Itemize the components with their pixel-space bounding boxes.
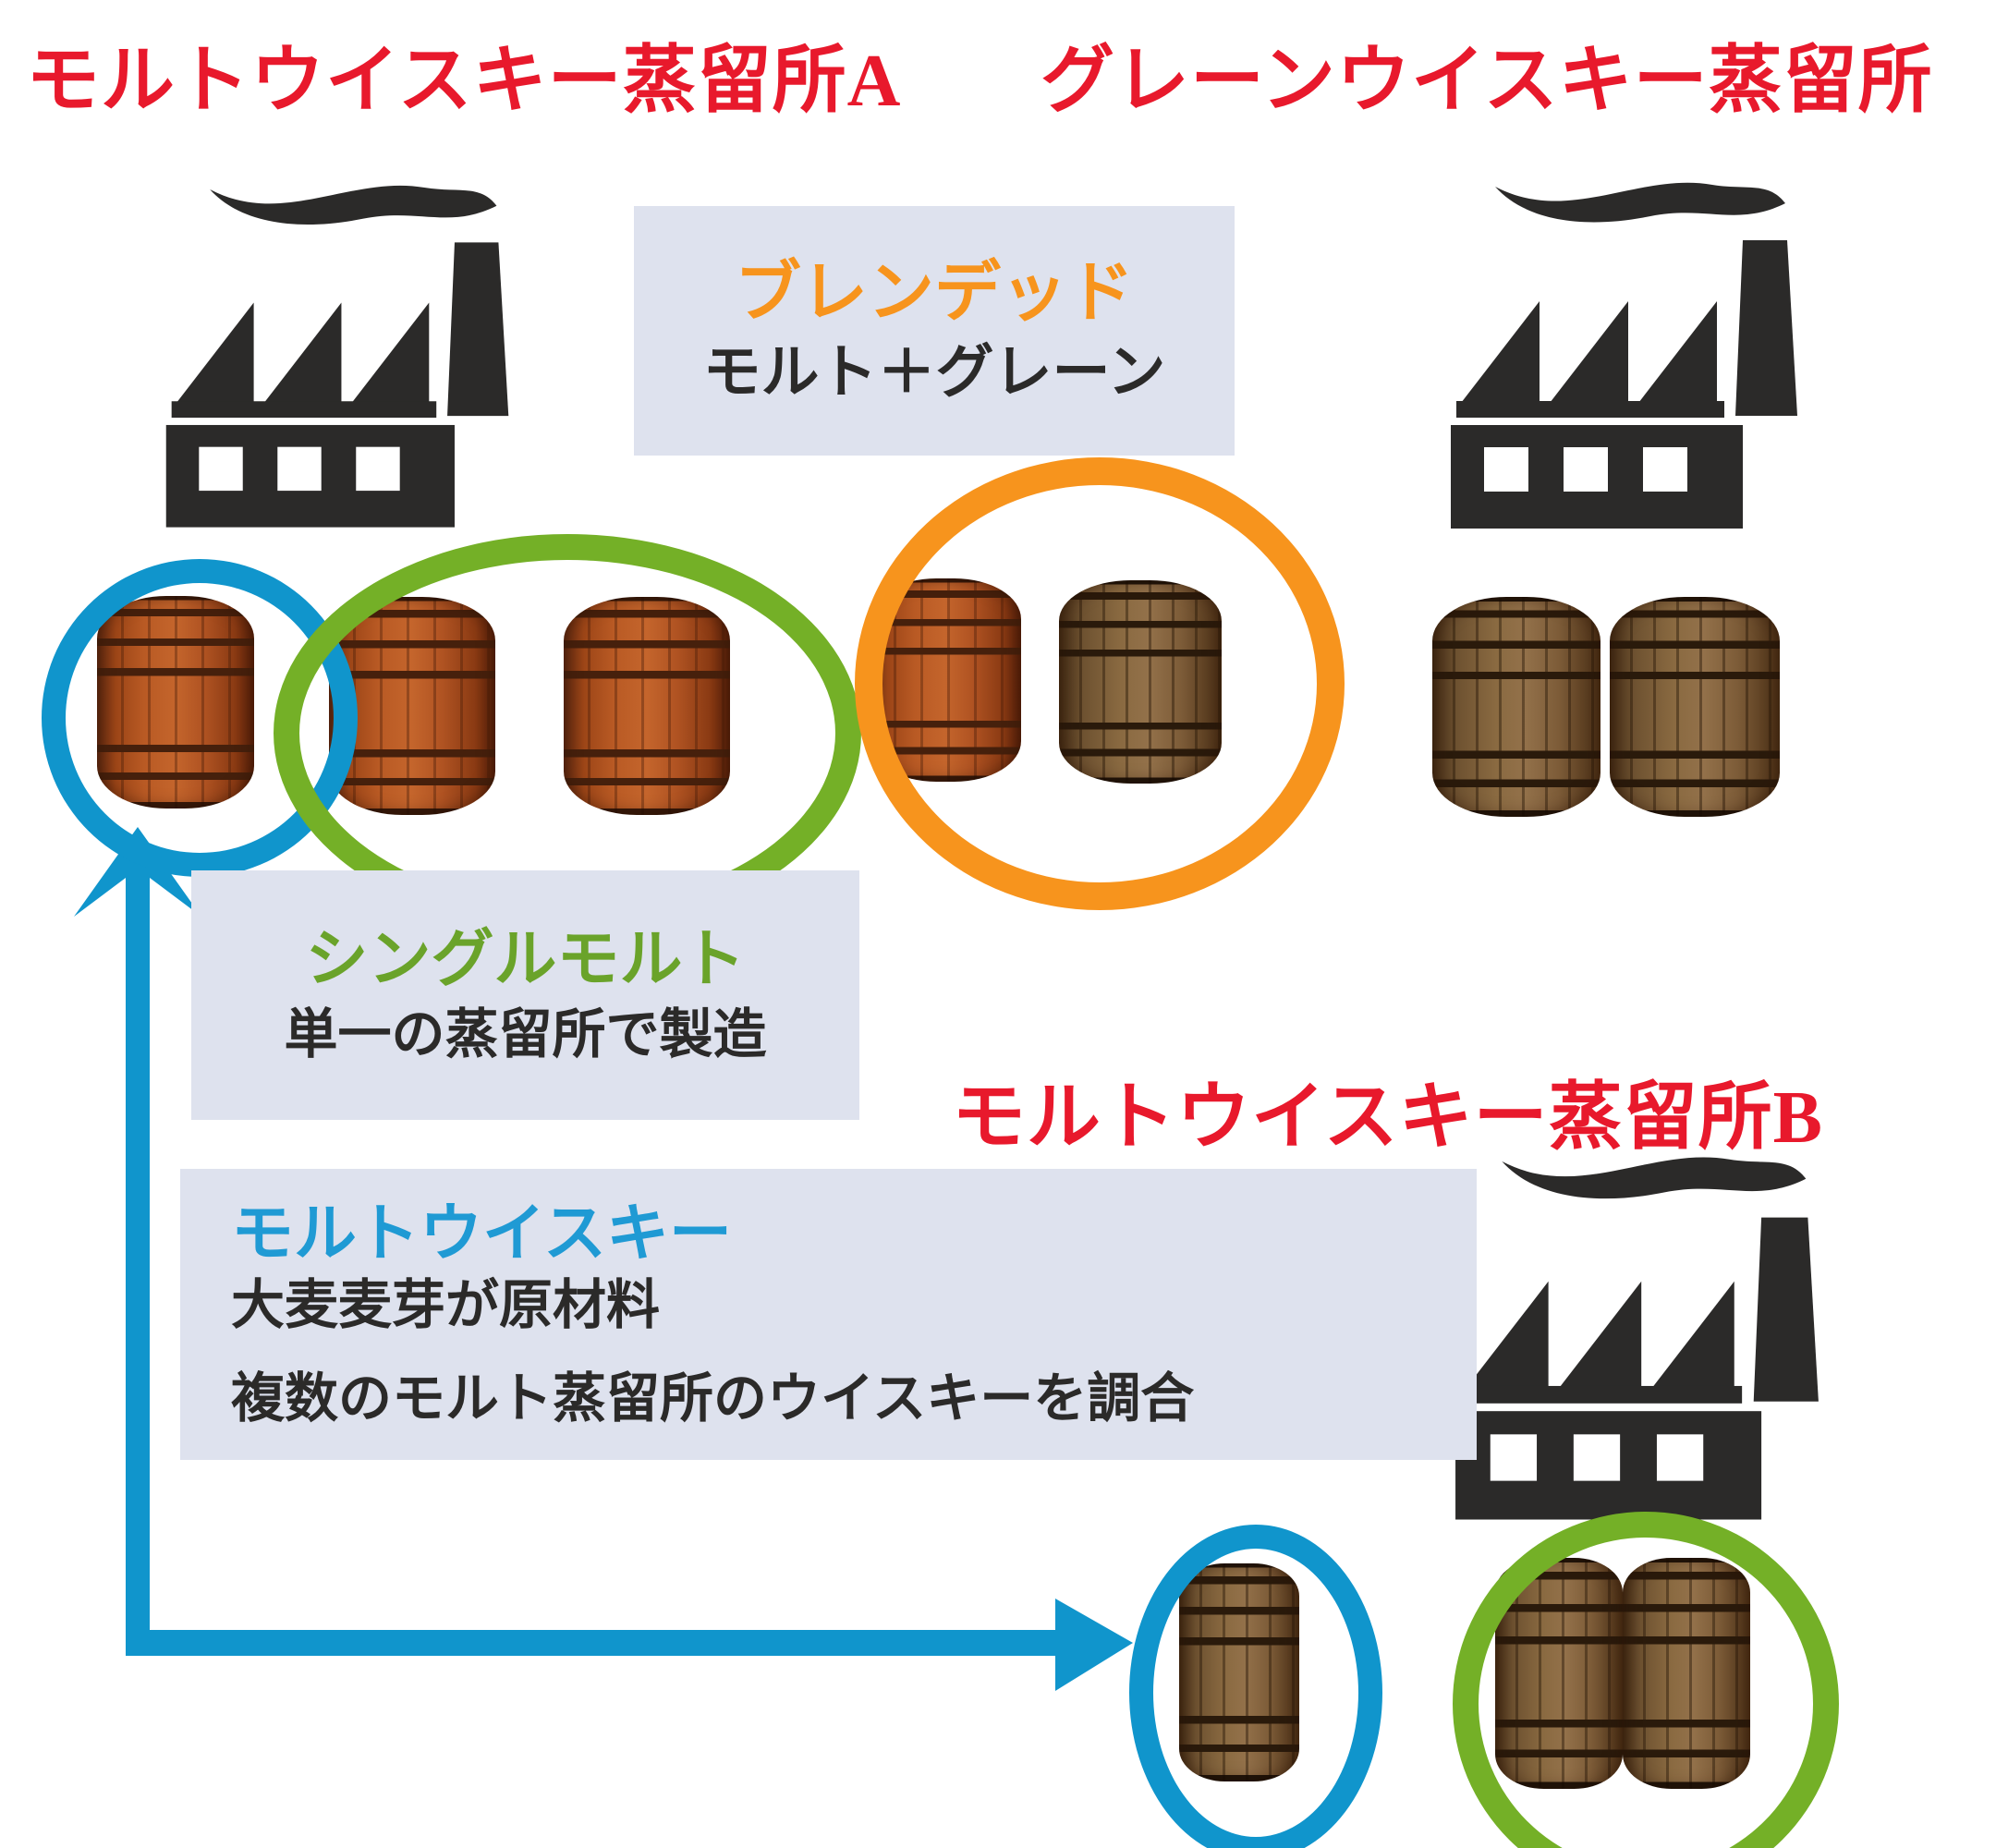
malt-whisky-line1: 大麦麦芽が原材料 xyxy=(231,1275,661,1336)
label-distillery-grain: グレーンウイスキー蒸留所 xyxy=(1041,41,1933,122)
blue-ring-single-cask-b xyxy=(1129,1525,1382,1848)
factory-icon-malt-b xyxy=(1434,1129,1841,1523)
single-malt-title: シングルモルト xyxy=(305,923,746,994)
blended-title: ブレンデッド xyxy=(734,256,1134,331)
malt-whisky-title: モルトウイスキー xyxy=(231,1198,732,1269)
green-ring-single-malt-b xyxy=(1453,1512,1839,1848)
single-malt-subtitle: 単一の蒸留所で製造 xyxy=(284,1004,767,1065)
factory-icon-malt-a xyxy=(146,159,529,530)
barrel-grain-1 xyxy=(1432,597,1600,817)
barrel-grain-2 xyxy=(1610,597,1780,817)
panel-malt-whisky: モルトウイスキー 大麦麦芽が原材料 複数のモルト蒸留所のウイスキーを調合 xyxy=(180,1169,1477,1460)
malt-whisky-line2: 複数のモルト蒸留所のウイスキーを調合 xyxy=(231,1368,1195,1429)
panel-single-malt: シングルモルト 単一の蒸留所で製造 xyxy=(191,870,859,1120)
label-distillery-malt-a: モルトウイスキー蒸留所A xyxy=(26,41,902,122)
panel-blended: ブレンデッド モルト＋グレーン xyxy=(634,206,1235,456)
factory-icon-grain xyxy=(1430,155,1819,532)
orange-ring-blended xyxy=(855,457,1345,910)
blended-subtitle: モルト＋グレーン xyxy=(702,339,1166,405)
